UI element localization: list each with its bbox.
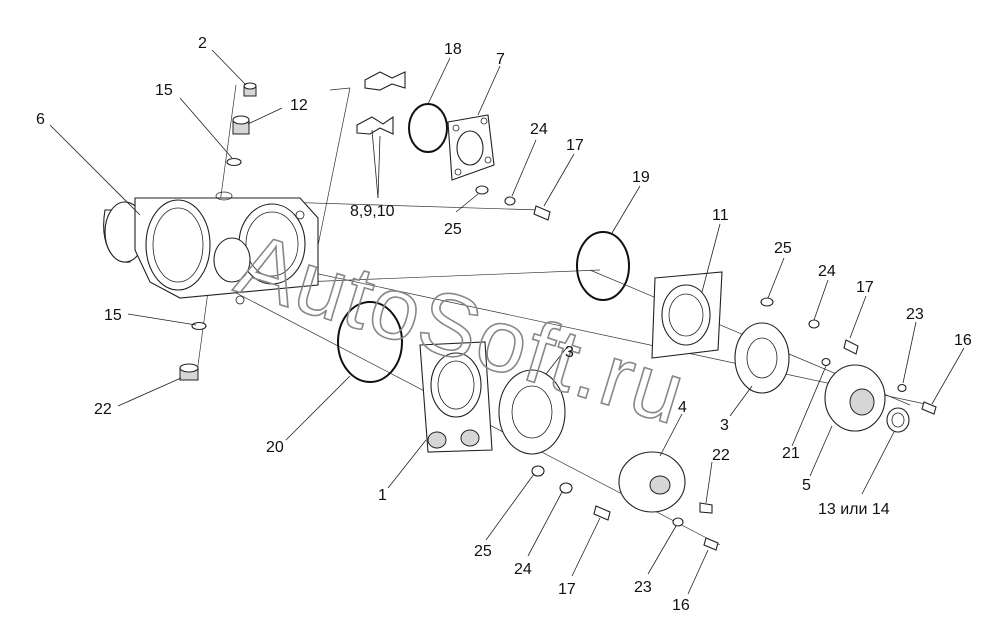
label-11: 11 [712,207,729,224]
label-3-right: 3 [720,417,729,434]
lock-washer-part-24-right [808,319,820,329]
cover-part-11 [651,271,723,359]
callout-labels: 2 15 12 6 18 7 24 17 8,9,10 25 19 11 25 … [36,35,972,614]
label-24-right: 24 [818,263,836,280]
o-ring-part-18 [408,103,448,153]
washer-part-25-right [760,297,774,307]
washer-part-25-bottom [531,465,545,477]
o-ring-part-19 [576,231,630,301]
cover-part-1 [419,341,493,453]
lock-washer-part-21 [821,357,831,367]
bolt-part-17-right [843,339,859,355]
bolt-part-17-top [533,205,551,221]
bolt-part-16-bottom [703,537,719,551]
lock-washer-part-24-top [504,196,516,206]
label-17-bottom: 17 [558,581,576,598]
label-12: 12 [290,97,308,114]
gasket-part-3-left [498,369,566,455]
bolt-part-22-right [699,502,713,514]
bushing-part-13-14 [886,407,910,433]
label-1: 1 [378,487,387,504]
label-23-right: 23 [906,306,924,323]
lock-washer-part-23-right [897,383,907,393]
label-8-9-10: 8,9,10 [350,203,395,220]
leader-lines [49,49,965,595]
label-25-bottom: 25 [474,543,492,560]
label-23-bottom: 23 [634,579,652,596]
label-17-right: 17 [856,279,874,296]
label-16-right: 16 [954,332,972,349]
label-25-right: 25 [774,240,792,257]
washer-part-15-bottom [191,321,207,331]
label-16-bottom: 16 [672,597,690,614]
label-20: 20 [266,439,284,456]
label-24-bottom: 24 [514,561,532,578]
label-15-bottom: 15 [104,307,122,324]
label-18: 18 [444,41,462,58]
label-3-left: 3 [565,344,574,361]
label-6: 6 [36,111,45,128]
lock-washer-part-23-bottom [672,517,684,527]
plug-part-22-left [179,363,199,381]
label-21: 21 [782,445,800,462]
label-24-top: 24 [530,121,548,138]
label-19: 19 [632,169,650,186]
cap-part-5 [824,364,886,432]
plug-part-2 [243,82,257,97]
label-4: 4 [678,399,687,416]
label-7: 7 [496,51,505,68]
label-5: 5 [802,477,811,494]
washer-part-15-top [226,157,242,167]
lock-washer-part-24-bottom [559,482,573,494]
gasket-part-3-right [734,322,790,394]
label-13-or-14: 13 или 14 [818,501,890,518]
label-22-left: 22 [94,401,112,418]
bolt-part-16-right [921,401,937,415]
cap-part-4 [618,451,686,513]
label-17-top: 17 [566,137,584,154]
bolt-part-17-bottom [593,505,611,521]
o-ring-part-20 [337,301,403,383]
label-25-top: 25 [444,221,462,238]
washer-part-25-top [475,185,489,195]
clip-parts-8-9-10 [356,71,406,135]
adapter-part-12 [232,115,250,135]
label-22-right: 22 [712,447,730,464]
flange-part-7 [447,114,495,181]
housing-part-6 [103,191,319,305]
label-2: 2 [198,35,207,52]
label-15-top: 15 [155,82,173,99]
